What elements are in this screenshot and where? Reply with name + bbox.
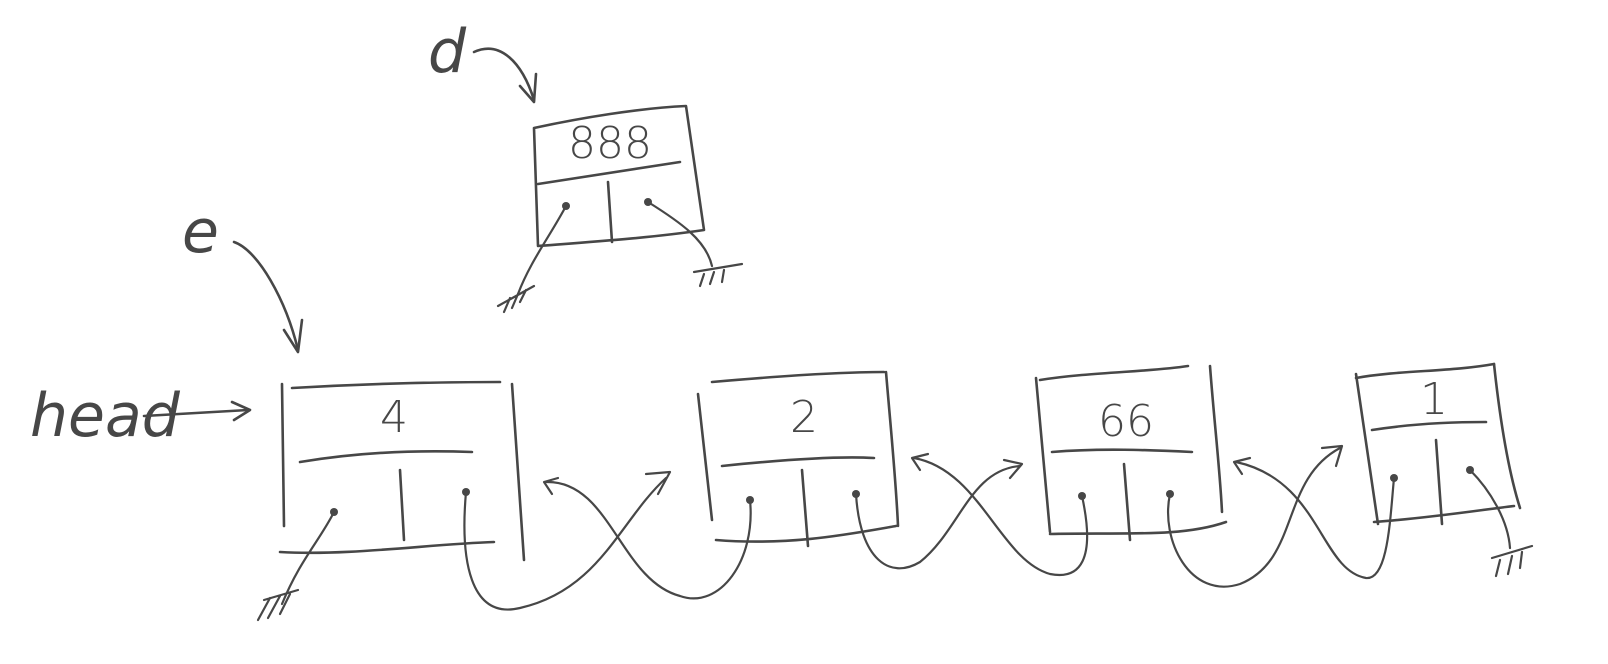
link-4-next-to-2 [463,476,668,611]
link-1-prev-to-66 [1234,460,1396,580]
node-888-prev-ground-icon [496,284,536,314]
arrowhead-2-next-to-66 [1002,458,1024,480]
node-1-mid-line [1434,438,1444,526]
node-2-bottom-edge [714,524,898,543]
node-4-prev-null-line [280,510,336,606]
node-1-right-edge [1492,362,1522,510]
arrowhead-e [282,318,304,354]
node-2-value: 2 [790,392,818,443]
node-888: 888 [496,104,744,314]
node-4-mid-line [398,468,406,542]
label-e: e [182,197,219,267]
node-888-value: 888 [568,118,652,169]
arrowhead-1-prev-to-66 [1232,456,1252,476]
node-1-top-edge [1354,362,1496,380]
node-1-left-edge [1354,372,1380,526]
node-2: 2 [696,370,900,548]
link-66-next-to-1 [1167,446,1342,588]
node-2-right-edge [884,370,900,528]
node-4-top-edge [290,380,502,390]
node-4-divider [298,450,474,464]
node-1: 1 [1354,362,1534,578]
node-66-right-edge [1208,364,1224,514]
node-888-mid-line [606,180,614,244]
arrow-e-to-node-4 [232,240,300,352]
label-d-group: d [428,17,538,104]
node-1-value: 1 [1420,374,1448,425]
node-4: 4 [256,380,526,622]
link-66-prev-to-2 [912,456,1089,577]
label-head-group: head [30,381,252,451]
arrowhead-2-prev-to-4 [542,476,560,496]
label-e-group: e [182,197,304,354]
node-1-bottom-edge [1372,504,1516,524]
label-d: d [428,17,467,87]
arrowhead-d [518,72,538,104]
arrowhead-4-next-to-2 [644,470,672,496]
node-2-top-edge [710,370,886,384]
arrowhead-head [230,400,252,422]
node-888-divider [536,160,682,186]
node-1-next-null-line [1468,468,1512,550]
node-1-next-ground-icon [1490,544,1534,578]
node-2-mid-line [800,468,810,548]
node-888-next-null-line [646,200,714,268]
node-4-left-edge [280,382,286,528]
node-4-right-edge [510,382,526,562]
node-66-top-edge [1038,364,1190,382]
node-2-divider [720,456,876,468]
arrow-d-to-node-888 [472,47,536,102]
arrowhead-66-next-to-1 [1320,444,1344,468]
node-4-value: 4 [380,392,408,443]
link-2-next-to-66 [854,464,1022,570]
node-4-prev-ground-icon [256,588,300,622]
arrow-head-to-node-4 [142,408,250,418]
link-2-prev-to-4 [544,480,752,600]
node-888-next-ground-icon [692,262,744,288]
node-2-left-edge [696,392,714,522]
arrowhead-66-prev-to-2 [910,452,930,472]
node-66-value: 66 [1098,396,1154,447]
node-888-prev-null-line [516,204,568,296]
node-66-divider [1050,448,1194,454]
node-4-bottom-edge [278,540,496,555]
node-888-outline [532,104,706,248]
links [463,444,1396,611]
node-66-left-edge [1034,376,1052,534]
node-66: 66 [1034,364,1228,542]
node-66-mid-line [1122,462,1132,542]
node-1-divider [1370,420,1488,432]
node-66-bottom-edge [1048,520,1228,536]
